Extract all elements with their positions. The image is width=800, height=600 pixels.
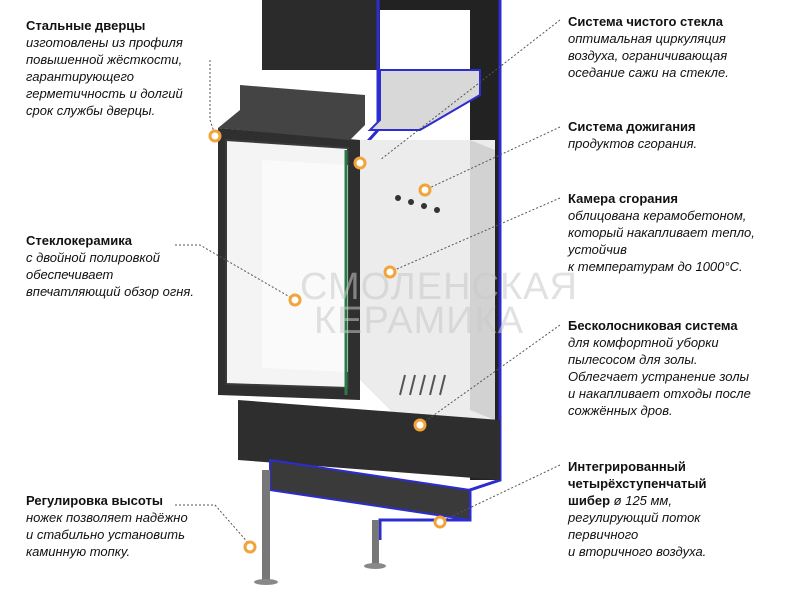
callout-desc: облицована керамобетоном, который накапл… <box>568 208 755 274</box>
callout-desc: с двойной полировкой обеспечивает впечат… <box>26 250 194 299</box>
callout-title: Регулировка высоты <box>26 493 163 508</box>
leg <box>372 520 379 565</box>
watermark-line-1: СМОЛЕНСКАЯ <box>300 266 578 308</box>
leg-foot <box>364 563 386 569</box>
callout-clean-glass: Система чистого стекла оптимальная цирку… <box>568 13 788 81</box>
base-plate <box>238 400 500 480</box>
callout-desc: продуктов сгорания. <box>568 136 698 151</box>
callout-desc: изготовлены из профиля повышенной жёстко… <box>26 35 183 118</box>
marker-glass <box>288 293 302 307</box>
markers <box>208 129 447 554</box>
marker-afterburn <box>418 183 432 197</box>
watermark-line-2: КЕРАМИКА <box>314 300 525 342</box>
callout-desc: регулирующий поток первичного и вторично… <box>568 510 707 559</box>
callout-desc: оптимальная циркуляция воздуха, ограничи… <box>568 31 729 80</box>
callout-title: Стальные дверцы <box>26 18 146 33</box>
marker-damper <box>433 515 447 529</box>
callout-combustion-chamber: Камера сгорания облицована керамобетоном… <box>568 190 793 275</box>
callout-glass-ceramic: Стеклокерамика с двойной полировкой обес… <box>26 232 226 300</box>
callout-desc: ножек позволяет надёжно и стабильно уста… <box>26 510 188 559</box>
marker-doors <box>208 129 222 143</box>
callout-title: Камера сгорания <box>568 191 678 206</box>
callout-damper: Интегрированный четырёхступенчатый шибер… <box>568 458 793 560</box>
callout-title: Интегрированный четырёхступенчатый шибер <box>568 459 707 508</box>
leader-lines <box>175 19 561 546</box>
afterburn-hole <box>395 195 401 201</box>
glass-inner <box>262 160 348 372</box>
afterburn-hole <box>421 203 427 209</box>
callout-desc: для комфортной уборки пылесосом для золы… <box>568 335 751 418</box>
callout-title-suffix: ø 125 мм, <box>613 493 672 508</box>
chamber-side-wall <box>470 140 495 420</box>
afterburn-hole <box>408 199 414 205</box>
leg <box>262 470 270 580</box>
afterburn-hole <box>434 207 440 213</box>
callout-grateless: Бесколосниковая система для комфортной у… <box>568 317 793 419</box>
callout-title: Стеклокерамика <box>26 233 132 248</box>
callout-height-adjust: Регулировка высоты ножек позволяет надёж… <box>26 492 236 560</box>
ash-grate <box>399 374 446 396</box>
callout-title: Система чистого стекла <box>568 14 724 29</box>
leg-foot <box>254 579 278 585</box>
door-top-profile <box>218 85 365 140</box>
callout-afterburn: Система дожигания продуктов сгорания. <box>568 118 788 152</box>
baffle-plate <box>367 69 481 131</box>
marker-chamber <box>383 265 397 279</box>
combustion-chamber <box>360 140 495 420</box>
callout-steel-doors: Стальные дверцы изготовлены из профиля п… <box>26 17 226 119</box>
marker-height <box>243 540 257 554</box>
callout-title: Бесколосниковая система <box>568 318 738 333</box>
callout-title: Система дожигания <box>568 119 696 134</box>
marker-grateless <box>413 418 427 432</box>
marker-clean-glass <box>353 156 367 170</box>
chimney-column <box>262 0 380 70</box>
